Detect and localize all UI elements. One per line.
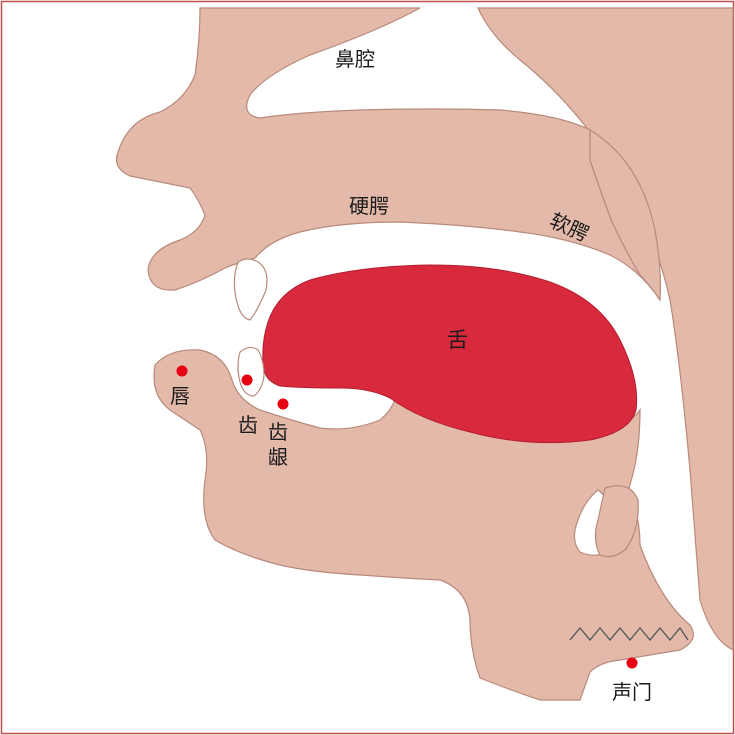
alveolar-ridge-label: 齿龈: [268, 420, 288, 470]
lip-label: 唇: [170, 386, 190, 406]
alveolar-ridge-point: [278, 399, 289, 410]
teeth-point: [242, 375, 253, 386]
nasal-cavity-label: 鼻腔: [335, 49, 375, 69]
tongue-shape: [263, 265, 637, 443]
lower-teeth: [238, 347, 264, 396]
upper-teeth: [234, 259, 267, 320]
teeth-label: 齿: [238, 415, 258, 435]
lip-point: [177, 366, 188, 377]
hard-palate-label: 硬腭: [349, 196, 389, 216]
tongue-label: 舌: [447, 330, 468, 351]
glottis-label: 声门: [612, 682, 652, 702]
glottis-point: [627, 658, 638, 669]
